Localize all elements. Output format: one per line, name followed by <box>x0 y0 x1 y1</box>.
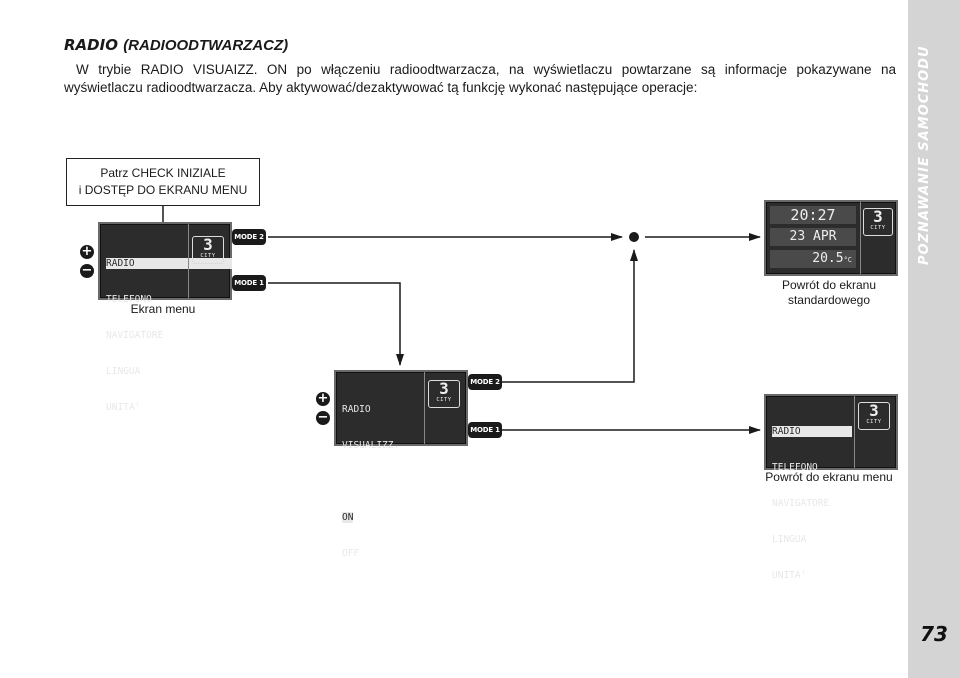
return-item-telefono: TELEFONO <box>772 462 818 473</box>
section-heading: RADIO (RADIOODTWARZACZ) <box>64 36 288 54</box>
radio-lines: RADIO VISUALIZZ. ON OFF <box>342 380 399 584</box>
return-item-unita: UNITA' <box>772 570 807 581</box>
arrow-mode1-to-radio <box>268 282 404 366</box>
mode1-button[interactable]: MODE 1 <box>232 275 266 291</box>
standard-caption-line1: Powrót do ekranu <box>781 278 877 292</box>
date-display: 23 APR <box>770 228 856 246</box>
sidebar-band <box>908 0 960 678</box>
check-box-line1: Patrz CHECK INIZIALE <box>100 166 226 180</box>
badge-number: 3 <box>203 235 213 254</box>
junction-node <box>629 232 639 242</box>
city-badge: 3 CITY <box>192 236 224 264</box>
plus-button[interactable]: + <box>80 244 94 259</box>
badge-label: CITY <box>866 419 882 425</box>
return-item-lingua: LINGUA <box>772 534 807 545</box>
menu-item-navigatore: NAVIGATORE <box>106 330 164 341</box>
city-badge-3: 3 CITY <box>863 208 893 236</box>
arrow-radio-mode2-up <box>502 249 638 383</box>
menu-item-unita: UNITA' <box>106 402 141 413</box>
option-on: ON <box>342 512 354 523</box>
minus-button[interactable]: − <box>80 263 94 278</box>
return-menu-list: RADIO TELEFONO NAVIGATORE LINGUA UNITA' <box>772 402 853 606</box>
return-item-navigatore: NAVIGATORE <box>772 498 830 509</box>
badge-number: 3 <box>439 379 449 398</box>
temp-unit: °C <box>843 256 852 264</box>
plus-button-2[interactable]: + <box>316 391 330 406</box>
mode2-button[interactable]: MODE 2 <box>232 229 266 245</box>
heading-rest: (RADIOODTWARZACZ) <box>123 37 289 54</box>
check-initial-box: Patrz CHECK INIZIALE i DOSTĘP DO EKRANU … <box>66 158 260 206</box>
heading-bold: RADIO <box>64 36 118 54</box>
radio-line-1: RADIO <box>342 404 371 415</box>
check-box-line2: i DOSTĘP DO EKRANU MENU <box>78 183 248 197</box>
minus-button-2[interactable]: − <box>316 410 330 425</box>
return-item-radio: RADIO <box>772 426 801 437</box>
mode1-button-2[interactable]: MODE 1 <box>468 422 502 438</box>
temp-value: 20.5 <box>812 251 844 266</box>
badge-label: CITY <box>870 225 886 231</box>
menu-list: RADIO TELEFONO NAVIGATORE LINGUA UNITA' <box>106 234 232 438</box>
badge-number: 3 <box>869 401 879 420</box>
menu-item-radio: RADIO <box>106 258 135 269</box>
badge-number: 3 <box>873 207 883 226</box>
city-badge-2: 3 CITY <box>428 380 460 408</box>
return-menu-caption: Powrót do ekranu menu <box>765 470 893 484</box>
standard-screen-caption: Powrót do ekranu standardowego <box>764 278 894 308</box>
standard-screen: 20:27 23 APR 20.5°C 3 CITY <box>764 200 898 276</box>
option-off: OFF <box>342 548 360 559</box>
mode2-button-2[interactable]: MODE 2 <box>468 374 502 390</box>
badge-label: CITY <box>436 397 452 403</box>
city-badge-4: 3 CITY <box>858 402 890 430</box>
time-display: 20:27 <box>770 206 856 224</box>
standard-caption-line2: standardowego <box>787 293 871 307</box>
menu-screen-caption: Ekran menu <box>130 302 196 316</box>
radio-line-2: VISUALIZZ. <box>342 440 400 451</box>
return-menu-screen: RADIO TELEFONO NAVIGATORE LINGUA UNITA' … <box>764 394 898 581</box>
menu-item-telefono: TELEFONO <box>106 294 152 305</box>
intro-paragraph: W trybie RADIO VISUAIZZ. ON po włączeniu… <box>64 62 896 95</box>
menu-item-lingua: LINGUA <box>106 366 141 377</box>
temp-display: 20.5°C <box>770 250 856 268</box>
radio-visualizz-screen: RADIO VISUALIZZ. ON OFF 3 CITY <box>334 370 468 559</box>
badge-label: CITY <box>200 253 216 259</box>
menu-screen: RADIO TELEFONO NAVIGATORE LINGUA UNITA' … <box>98 222 232 413</box>
page-number: 73 <box>920 622 948 646</box>
